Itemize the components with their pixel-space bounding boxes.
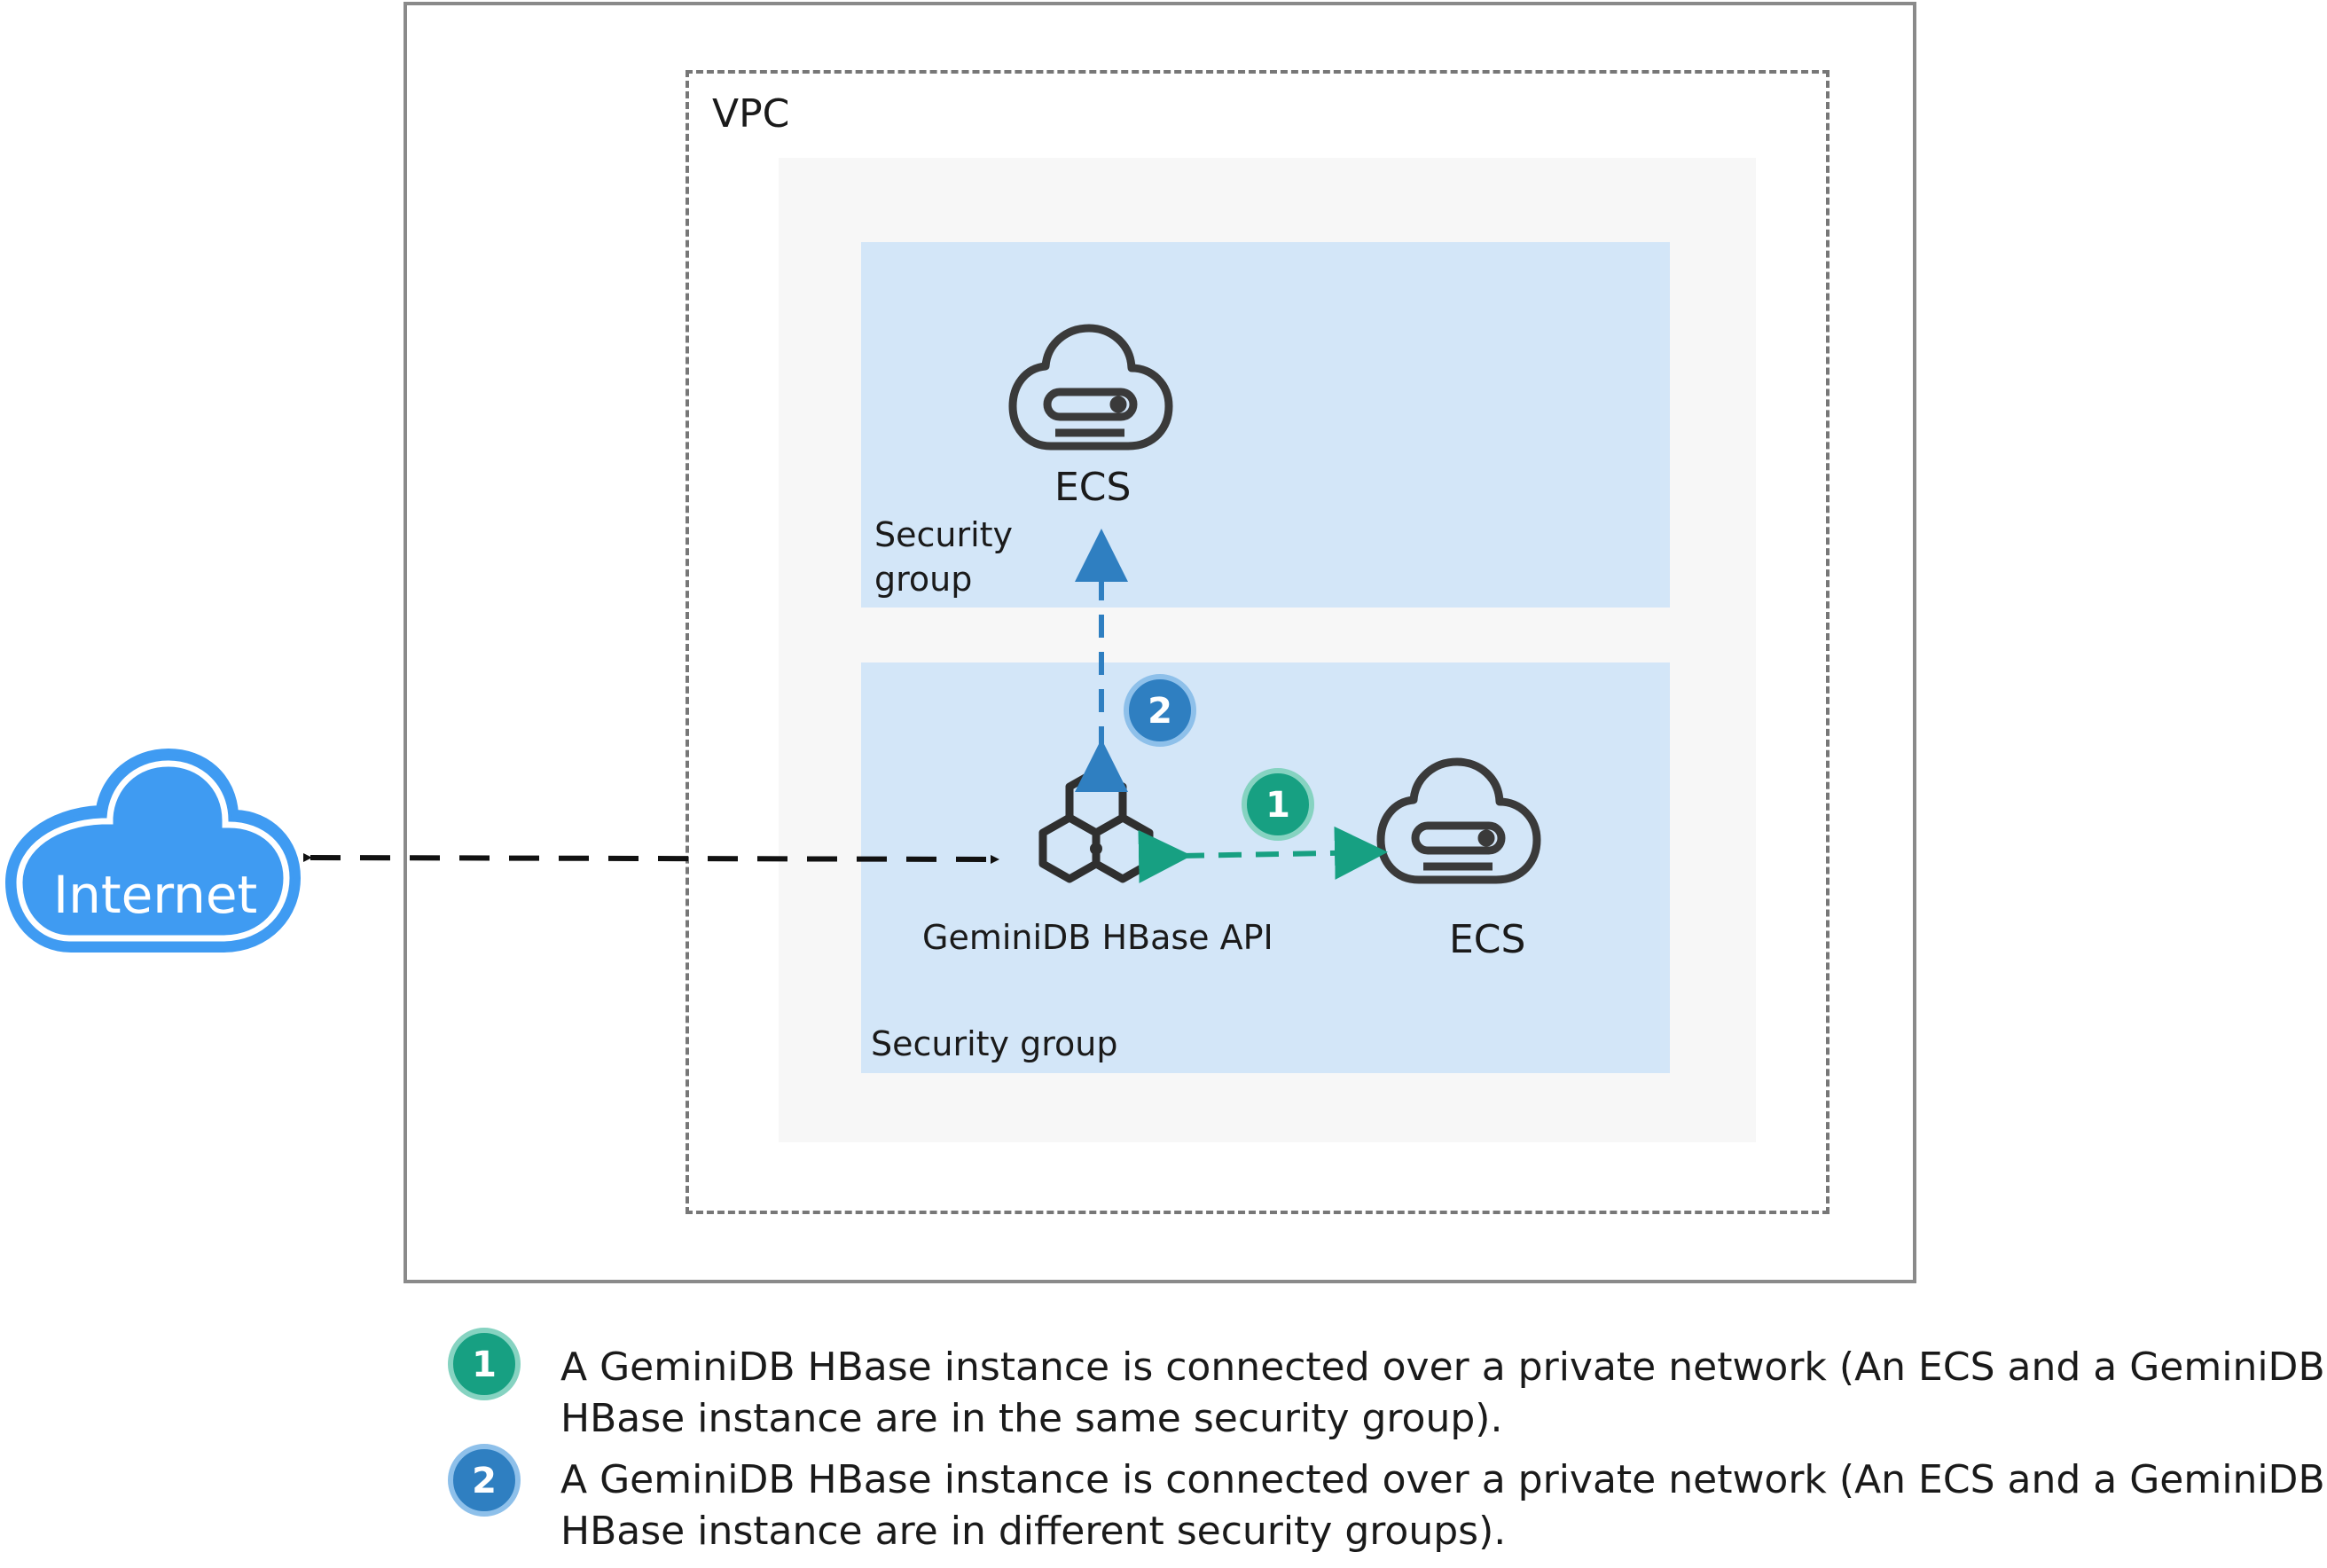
legend-item-2-text: A GeminiDB HBase instance is connected o… bbox=[560, 1457, 2325, 1554]
ecs-right-icon bbox=[1376, 757, 1541, 884]
ecs-right-label: ECS bbox=[1449, 917, 1526, 962]
ecs-top-label: ECS bbox=[1054, 465, 1132, 510]
geminidb-icon bbox=[1038, 767, 1154, 883]
vpc-label: VPC bbox=[712, 91, 790, 137]
badge-1-legend: 1 bbox=[448, 1328, 521, 1400]
link-same-sg bbox=[1138, 826, 1388, 883]
internet-cloud-icon bbox=[4, 748, 302, 953]
svg-text:1: 1 bbox=[472, 1345, 497, 1385]
badge-1-diagram: 1 bbox=[1242, 768, 1314, 841]
security-group-bottom-label: Security group bbox=[871, 1024, 1118, 1063]
security-group-top-label: Security group bbox=[874, 515, 1014, 599]
internet-label: Internet bbox=[53, 865, 258, 925]
geminidb-label: GeminiDB HBase API bbox=[922, 918, 1273, 957]
internet-link bbox=[302, 852, 999, 864]
ecs-top-icon bbox=[1008, 324, 1173, 451]
legend-item-1-text: A GeminiDB HBase instance is connected o… bbox=[560, 1345, 2325, 1441]
outer-frame bbox=[404, 2, 1916, 1283]
svg-text:1: 1 bbox=[1265, 785, 1290, 826]
badge-2-diagram: 2 bbox=[1124, 674, 1196, 747]
security-group-top bbox=[861, 242, 1670, 608]
vpc-boundary bbox=[686, 70, 1829, 1214]
svg-text:2: 2 bbox=[472, 1461, 497, 1501]
svg-text:2: 2 bbox=[1148, 691, 1172, 732]
badge-2-legend: 2 bbox=[448, 1444, 521, 1517]
